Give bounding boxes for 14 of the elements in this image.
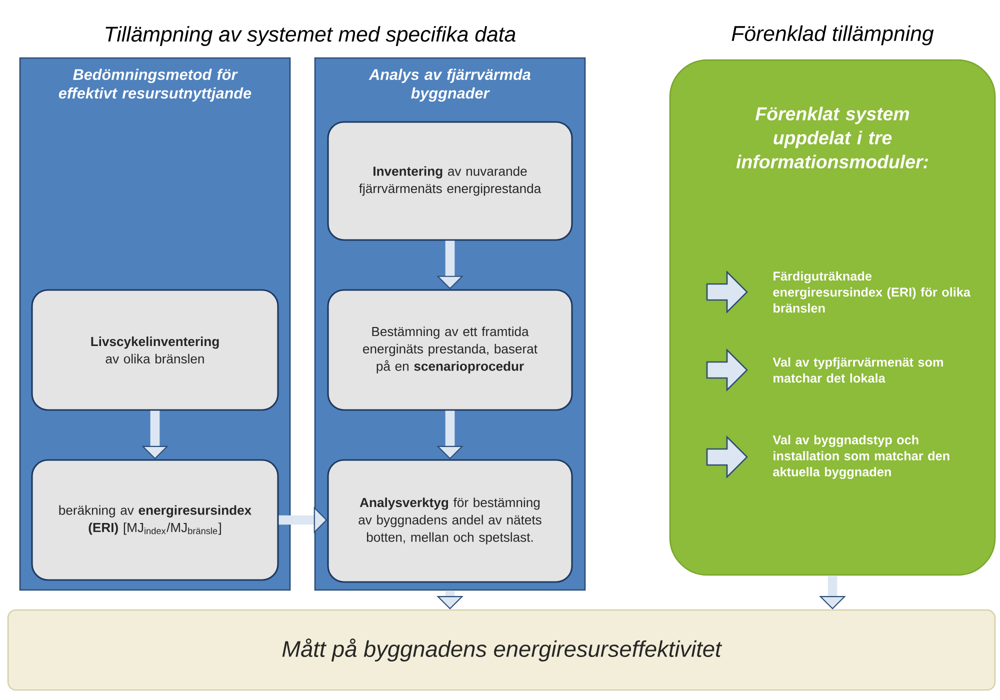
process-box: beräkning av energiresursindex (ERI) [MJ$_{index}$/MJ$_{bränsle}$] <box>31 459 279 581</box>
process-box: Livscykelinventering av olika bränslen <box>31 289 279 411</box>
process-box: Analysverktyg för bestämning av byggnadens andel av nätets botten, mellan och spetslast. <box>327 459 573 583</box>
module-text: Val av typfjärrvärmenät som matchar det lokala <box>772 357 943 383</box>
panel-heading: Bedömningsmetod för effektivt resursutnyttjande <box>58 68 252 102</box>
panel-heading: Förenklat system uppdelat i tre informationsmoduler: <box>736 106 928 168</box>
module-text: Färdiguträknade energiresursindex (ERI) för olika bränslen <box>773 271 971 313</box>
module-text: Val av byggnadstyp och installation som matchar den aktuella byggnaden <box>772 435 950 479</box>
section-title: Förenklad tillämpning <box>732 25 934 46</box>
section-title: Tillämpning av systemet med specifika data <box>106 26 516 46</box>
result-band: Mått på byggnadens energiresurseffektivitet <box>7 609 996 691</box>
process-box: Inventering av nuvarande fjärrvärmenäts energiprestanda <box>327 121 573 241</box>
process-box: Bestämning av ett framtida energinäts prestanda, baserat på en scenarioprocedur <box>327 289 573 411</box>
panel-heading: Analys av fjärrvärmda byggnader <box>368 68 530 102</box>
